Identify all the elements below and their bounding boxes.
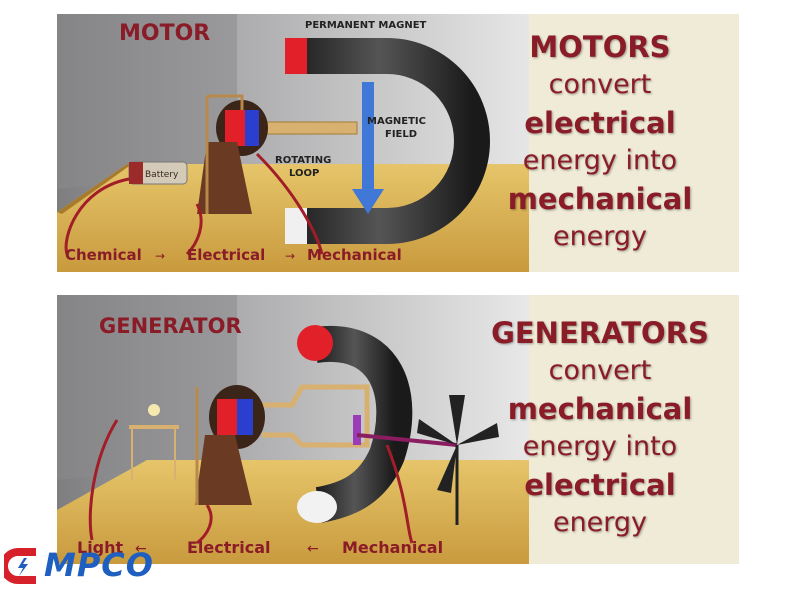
wire-frame-top xyxy=(207,94,244,110)
wire-mechanical xyxy=(255,152,324,255)
magnetic-field-label-line2: FIELD xyxy=(385,129,417,140)
battery-cap xyxy=(129,162,143,184)
commutator-red xyxy=(217,399,239,435)
generator-statement-line: energy xyxy=(552,507,648,538)
battery-label: Battery xyxy=(145,170,179,180)
wire-electrical xyxy=(185,203,203,256)
generator-diagram: GENERATOR Light ← Electrical ← Mechanica… xyxy=(57,295,529,564)
generator-statement-line: energy into xyxy=(522,431,678,462)
motor-statement: MOTORS convert electrical energy into me… xyxy=(470,28,730,256)
motor-side-panel xyxy=(529,14,739,272)
generator-title: GENERATOR xyxy=(99,314,242,338)
rotating-loop-label-line2: LOOP xyxy=(289,168,319,179)
permanent-magnet-label: PERMANENT MAGNET xyxy=(305,20,427,31)
flow-light: Light xyxy=(77,538,124,557)
generator-side-panel xyxy=(529,295,739,564)
logo-text: MPCO xyxy=(44,546,154,584)
rotating-loop-label-line1: ROTATING xyxy=(275,155,331,166)
flow-mechanical: Mechanical xyxy=(307,246,402,264)
magnetic-field-label-line1: MAGNETIC xyxy=(367,116,426,127)
flow-arrow-2: ← xyxy=(307,541,319,557)
drive-shaft xyxy=(356,433,458,447)
loop-highlight xyxy=(353,415,361,445)
magnet-north-pole xyxy=(285,38,307,74)
wall-shadow xyxy=(57,14,237,189)
generator-statement-line: convert xyxy=(548,355,652,386)
wire-light xyxy=(88,419,119,541)
generator-statement-line: mechanical xyxy=(507,392,693,426)
magnet-south-pole xyxy=(285,208,307,244)
wire-electrical xyxy=(196,504,213,545)
magnetic-field-arrow-head xyxy=(352,189,384,214)
flow-arrow-1: → xyxy=(155,249,165,263)
wire-chemical xyxy=(64,177,130,255)
flow-electrical: Electrical xyxy=(187,538,271,557)
flow-arrow-1: ← xyxy=(135,541,147,557)
motor-stand xyxy=(197,142,252,214)
flow-arrow-2: → xyxy=(285,249,295,263)
flow-chemical: Chemical xyxy=(65,246,142,264)
rotating-loop xyxy=(262,384,370,448)
motor-statement-line: energy into xyxy=(522,145,678,176)
generator-statement-line: GENERATORS xyxy=(491,316,709,350)
magnet-north-pole xyxy=(297,325,333,361)
wall-shadow xyxy=(57,295,237,480)
motor-statement-line: energy xyxy=(552,221,648,252)
magnet-south-pole xyxy=(297,491,337,523)
magnetic-field-arrow-shaft xyxy=(362,82,374,192)
commutator-blue xyxy=(245,110,259,146)
wire-mechanical xyxy=(385,444,414,544)
motor-title: MOTOR xyxy=(119,21,210,46)
windmill xyxy=(417,395,499,525)
flow-electrical: Electrical xyxy=(187,246,265,264)
generator-stand xyxy=(195,435,252,505)
light-bulb xyxy=(129,404,179,480)
mpco-logo: MPCO xyxy=(4,546,174,586)
permanent-magnet xyxy=(287,38,490,244)
generator-statement-line: electrical xyxy=(524,468,676,502)
flow-mechanical: Mechanical xyxy=(342,538,443,557)
motor-diagram: Battery MOTOR PERMANENT MAGNET MAGNETIC … xyxy=(57,14,529,272)
table-edge xyxy=(57,164,132,214)
motor-statement-line: MOTORS xyxy=(529,30,671,64)
motor-statement-line: electrical xyxy=(524,106,676,140)
generator-statement: GENERATORS convert mechanical energy int… xyxy=(470,314,730,542)
commutator-red xyxy=(225,110,247,146)
magnet-logo-icon xyxy=(4,548,36,584)
motor-statement-line: convert xyxy=(548,69,652,100)
commutator-blue xyxy=(237,399,253,435)
motor-statement-line: mechanical xyxy=(507,182,693,216)
